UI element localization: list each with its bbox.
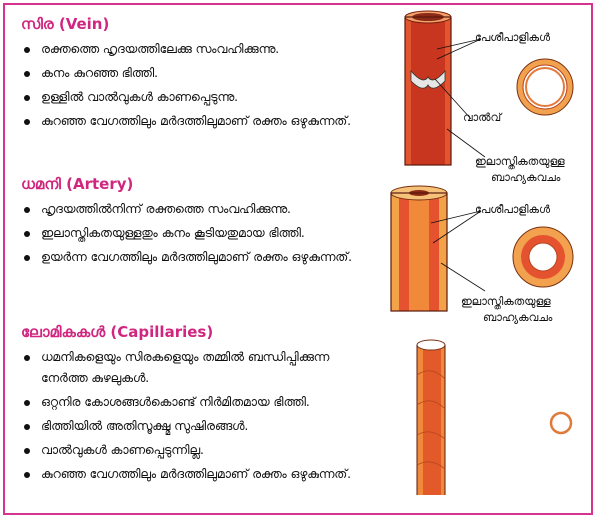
capillaries-points: ധമനികളെയും സിരകളെയും തമ്മിൽ ബന്ധിപ്പിക്ക…	[21, 347, 391, 485]
capillaries-section: ലോമികകൾ (Capillaries) ധമനികളെയും സിരകളെയ…	[21, 323, 391, 488]
artery-heading: ധമനി (Artery)	[21, 175, 134, 193]
artery-label-outer: ബാഹ്യകവചം	[483, 311, 553, 324]
vein-heading: സിര (Vein)	[21, 15, 110, 33]
vein-point: രക്തത്തെ ഹൃദയത്തിലേക്കു സംവഹിക്കുന്നു.	[21, 39, 381, 60]
vein-points: രക്തത്തെ ഹൃദയത്തിലേക്കു സംവഹിക്കുന്നു. ക…	[21, 39, 381, 132]
artery-illustration	[390, 185, 574, 312]
vein-label-outer: ബാഹ്യകവചം	[491, 171, 561, 184]
artery-point: ഉയർന്ന വേഗത്തിലും മർദത്തിലുമാണ് രക്തം ഒഴ…	[21, 247, 381, 268]
vein-point: കനം കുറഞ്ഞ ഭിത്തി.	[21, 63, 381, 84]
vein-illustration	[404, 10, 574, 166]
capillary-illustration	[416, 339, 573, 495]
vein-point: കുറഞ്ഞ വേഗത്തിലും മർദത്തിലുമാണ് രക്തം ഒഴ…	[21, 111, 371, 132]
capillaries-point: ഭിത്തിയിൽ അതിസൂക്ഷ്മ സുഷിരങ്ങൾ.	[21, 416, 391, 437]
vein-label-elastic: ഇലാസ്തികതയുള്ള	[475, 155, 565, 168]
capillaries-point: ധമനികളെയും സിരകളെയും തമ്മിൽ ബന്ധിപ്പിക്ക…	[21, 347, 361, 389]
artery-label-muscle: പേശീപാളികൾ	[475, 203, 551, 216]
capillaries-point: കുറഞ്ഞ വേഗത്തിലും മർദത്തിലുമാണ് രക്തം ഒഴ…	[21, 464, 361, 485]
artery-label-elastic: ഇലാസ്തികതയുള്ള	[461, 295, 551, 308]
artery-points: ഹൃദയത്തിൽനിന്ന് രക്തത്തെ സംവഹിക്കുന്നു. …	[21, 199, 381, 268]
info-card: സിര (Vein) രക്തത്തെ ഹൃദയത്തിലേക്കു സംവഹി…	[3, 3, 593, 515]
vein-label-muscle: പേശീപാളികൾ	[475, 31, 551, 44]
vein-section: സിര (Vein) രക്തത്തെ ഹൃദയത്തിലേക്കു സംവഹി…	[21, 15, 381, 135]
artery-point: ഹൃദയത്തിൽനിന്ന് രക്തത്തെ സംവഹിക്കുന്നു.	[21, 199, 381, 220]
capillaries-point: വാൽവുകൾ കാണപ്പെടുന്നില്ല.	[21, 440, 391, 461]
capillaries-point: ഒറ്റനിര കോശങ്ങൾകൊണ്ട് നിർമിതമായ ഭിത്തി.	[21, 392, 391, 413]
artery-section: ധമനി (Artery) ഹൃദയത്തിൽനിന്ന് രക്തത്തെ സ…	[21, 175, 381, 271]
capillaries-heading: ലോമികകൾ (Capillaries)	[21, 323, 214, 341]
vein-label-valve: വാൽവ്	[463, 111, 502, 124]
artery-point: ഇലാസ്തികതയുള്ളതും കനം കൂടിയതുമായ ഭിത്തി.	[21, 223, 381, 244]
vein-point: ഉള്ളിൽ വാൽവുകൾ കാണപ്പെടുന്നു.	[21, 87, 381, 108]
